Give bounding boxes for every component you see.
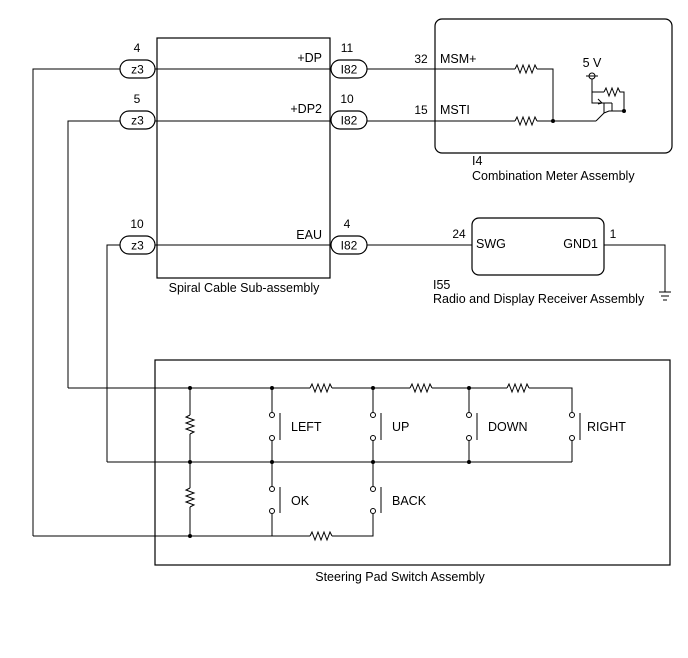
supply-5v-icon [586,72,598,92]
combination-meter-id: I4 [472,154,482,168]
resistor-ladder-left [184,388,196,536]
wire-eau [106,244,472,462]
switch-left-label: LEFT [291,420,322,434]
transistor-icon [591,86,626,122]
wire-dp [32,68,554,536]
signal-dp: +DP [297,51,322,65]
svg-text:z3: z3 [131,239,144,253]
wire-dp2 [67,120,596,388]
switch-down [466,388,478,462]
radio-id: I55 [433,278,450,292]
terminal-msm: MSM+ [440,52,476,66]
pin-z3-10: 10 [130,217,144,231]
switch-top-rail [68,382,573,412]
switch-ok [269,462,281,514]
connector-z3-dp: z3 [119,59,156,79]
signal-eau: EAU [296,228,322,242]
supply-5v-label: 5 V [583,56,602,70]
connector-i82-11: I82 [330,59,368,79]
steering-pad-label: Steering Pad Switch Assembly [315,570,485,584]
switch-bottom-rail [33,514,374,542]
pin-1: 1 [610,227,617,241]
signal-dp2: +DP2 [290,102,322,116]
pin-z3-5: 5 [134,92,141,106]
combination-meter-label: Combination Meter Assembly [472,169,635,183]
pin-z3-4: 4 [134,41,141,55]
terminal-swg: SWG [476,237,506,251]
resistor-msti [514,115,538,127]
radio-label: Radio and Display Receiver Assembly [433,292,645,306]
svg-text:z3: z3 [131,63,144,77]
connector-z3-dp2: z3 [119,110,156,130]
svg-text:z3: z3 [131,114,144,128]
pin-32: 32 [414,52,428,66]
svg-text:I82: I82 [341,239,358,253]
resistor-msm [514,63,538,75]
switch-down-label: DOWN [488,420,528,434]
ground-icon [604,244,671,301]
switch-up-label: UP [392,420,409,434]
switch-back [370,462,382,514]
connector-z3-eau: z3 [119,235,156,255]
switch-ok-label: OK [291,494,310,508]
svg-text:I82: I82 [341,63,358,77]
pin-i82-10: 10 [340,92,354,106]
connector-i82-10: I82 [330,110,368,130]
spiral-cable-label: Spiral Cable Sub-assembly [169,281,321,295]
switch-right [569,412,581,462]
svg-text:I82: I82 [341,114,358,128]
terminal-gnd1: GND1 [563,237,598,251]
switch-right-label: RIGHT [587,420,626,434]
connector-i82-4: I82 [330,235,368,255]
spiral-cable-box [156,37,331,279]
pin-15: 15 [414,103,428,117]
pin-i82-11: 11 [341,41,354,55]
terminal-msti: MSTI [440,103,470,117]
pin-24: 24 [452,227,466,241]
switch-up [370,388,382,462]
switch-back-label: BACK [392,494,427,508]
switch-left [269,388,281,462]
radio-box [471,217,605,276]
pin-i82-4: 4 [344,217,351,231]
junction-meter [551,119,555,123]
combination-meter-box [434,18,673,154]
